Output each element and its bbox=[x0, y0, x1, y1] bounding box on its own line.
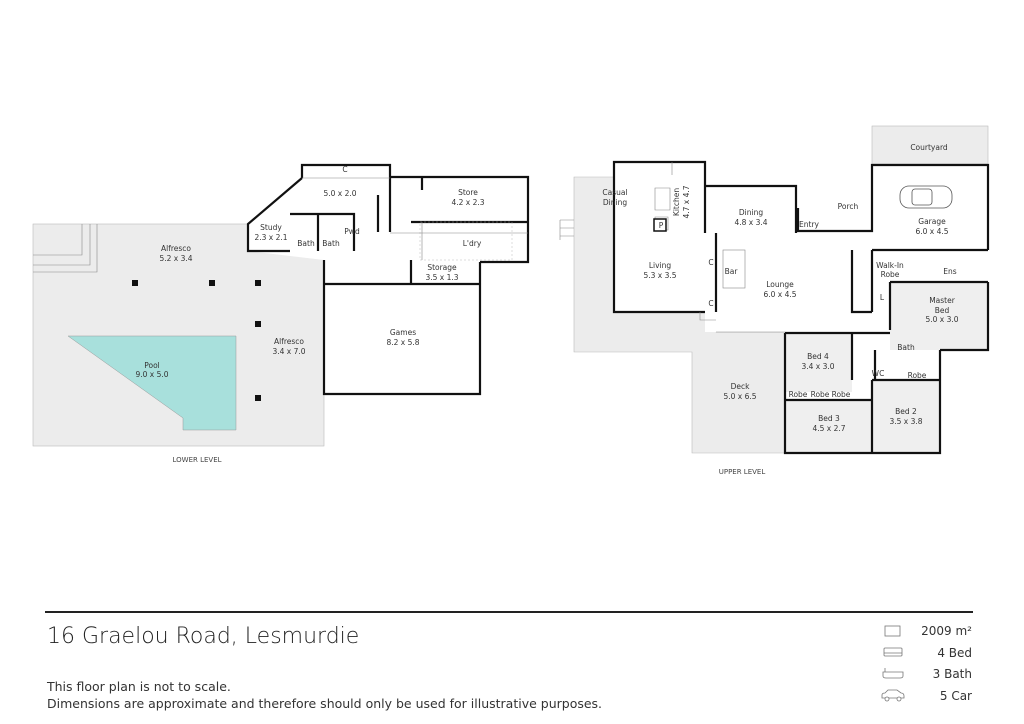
room-dims: 5.2 x 3.4 bbox=[159, 254, 192, 263]
stat-land-area: 2009 m² bbox=[921, 624, 972, 638]
room-dims: 3.5 x 1.3 bbox=[425, 273, 458, 282]
room-label: P bbox=[659, 221, 664, 230]
room-label: Kitchen bbox=[672, 188, 681, 216]
room-label: Master bbox=[929, 296, 956, 305]
room-label: Bath bbox=[897, 343, 915, 352]
room-label: Garage bbox=[918, 217, 946, 226]
land-area-icon bbox=[884, 625, 901, 637]
stat-bath: 3 Bath bbox=[932, 667, 972, 681]
room-label: Living bbox=[649, 261, 672, 270]
bed-icon bbox=[883, 647, 903, 657]
room-label: Dining bbox=[739, 208, 763, 217]
room-dims: 4.7 x 4.7 bbox=[682, 185, 691, 218]
room-label: Bed 4 bbox=[807, 352, 829, 361]
room-label: Alfresco bbox=[274, 337, 304, 346]
steps bbox=[33, 224, 98, 273]
car-icon bbox=[899, 185, 953, 209]
room-dims: 3.4 x 3.0 bbox=[801, 362, 834, 371]
room-dims: 5.0 x 3.0 bbox=[925, 315, 958, 324]
room-label: Storage bbox=[427, 263, 457, 272]
room-label: C bbox=[708, 299, 713, 308]
disclaimer-line: This floor plan is not to scale. bbox=[47, 679, 231, 694]
level-label: LOWER LEVEL bbox=[172, 456, 221, 464]
room-label: Robe bbox=[908, 371, 927, 380]
room-label: Entry bbox=[799, 220, 820, 229]
room-label: Ens bbox=[943, 267, 956, 276]
room-label: C bbox=[708, 258, 713, 267]
room-label: Bath bbox=[322, 239, 340, 248]
room-dims: 4.2 x 2.3 bbox=[451, 198, 484, 207]
room-label: L'dry bbox=[463, 239, 482, 248]
upper-level-plan bbox=[559, 125, 990, 455]
room-label: Walk-In bbox=[876, 261, 904, 270]
columns bbox=[132, 280, 261, 401]
divider bbox=[45, 611, 973, 613]
room-dims: 3.4 x 7.0 bbox=[272, 347, 305, 356]
room-dims: 6.0 x 4.5 bbox=[763, 290, 796, 299]
room-label: Dining bbox=[603, 198, 627, 207]
room-dims: 6.0 x 4.5 bbox=[915, 227, 948, 236]
room-dims: 5.3 x 3.5 bbox=[643, 271, 676, 280]
room-label: Robe bbox=[811, 390, 830, 399]
room-label: Bar bbox=[725, 267, 739, 276]
room-label: Bed 3 bbox=[818, 414, 840, 423]
room-dims: 4.5 x 2.7 bbox=[812, 424, 845, 433]
courtyard-area bbox=[871, 125, 989, 165]
stat-bed: 4 Bed bbox=[937, 646, 972, 660]
car-icon bbox=[881, 689, 905, 702]
bar-counter bbox=[722, 249, 746, 289]
room-label: Porch bbox=[838, 202, 859, 211]
disclaimer-line: Dimensions are approximate and therefore… bbox=[47, 696, 603, 711]
room-label: Courtyard bbox=[910, 143, 948, 152]
room-label: Alfresco bbox=[161, 244, 191, 253]
room-dims: 9.0 x 5.0 bbox=[135, 370, 168, 379]
room-label: Casual bbox=[602, 188, 627, 197]
room-label: Robe bbox=[881, 270, 900, 279]
room-label: Bed 2 bbox=[895, 407, 917, 416]
lower-level-plan bbox=[32, 163, 530, 447]
room-dims: 4.8 x 3.4 bbox=[734, 218, 767, 227]
room-label: WC bbox=[872, 369, 885, 378]
room-label: Robe bbox=[832, 390, 851, 399]
property-address: 16 Graelou Road, Lesmurdie bbox=[47, 624, 360, 649]
room-dims: 5.0 x 6.5 bbox=[723, 392, 756, 401]
room-label: Study bbox=[260, 223, 282, 232]
room-label: Pool bbox=[144, 361, 160, 370]
room-label: Bed bbox=[935, 306, 950, 315]
room-label: L bbox=[880, 293, 885, 302]
level-label: UPPER LEVEL bbox=[719, 468, 766, 476]
room-dims: 5.0 x 2.0 bbox=[323, 189, 356, 198]
room-label: Deck bbox=[731, 382, 751, 391]
bath-icon bbox=[882, 668, 904, 679]
room-dims: 2.3 x 2.1 bbox=[254, 233, 287, 242]
room-label: Robe bbox=[789, 390, 808, 399]
room-dims: 8.2 x 5.8 bbox=[386, 338, 419, 347]
stat-car: 5 Car bbox=[939, 689, 972, 703]
room-label: Bath bbox=[297, 239, 315, 248]
room-dims: 3.5 x 3.8 bbox=[889, 417, 922, 426]
pool bbox=[67, 335, 237, 431]
room-label: Games bbox=[390, 328, 416, 337]
room-label: Pwd bbox=[344, 227, 360, 236]
room-label: Store bbox=[458, 188, 478, 197]
room-label: Lounge bbox=[766, 280, 794, 289]
room-label: C bbox=[342, 165, 347, 174]
